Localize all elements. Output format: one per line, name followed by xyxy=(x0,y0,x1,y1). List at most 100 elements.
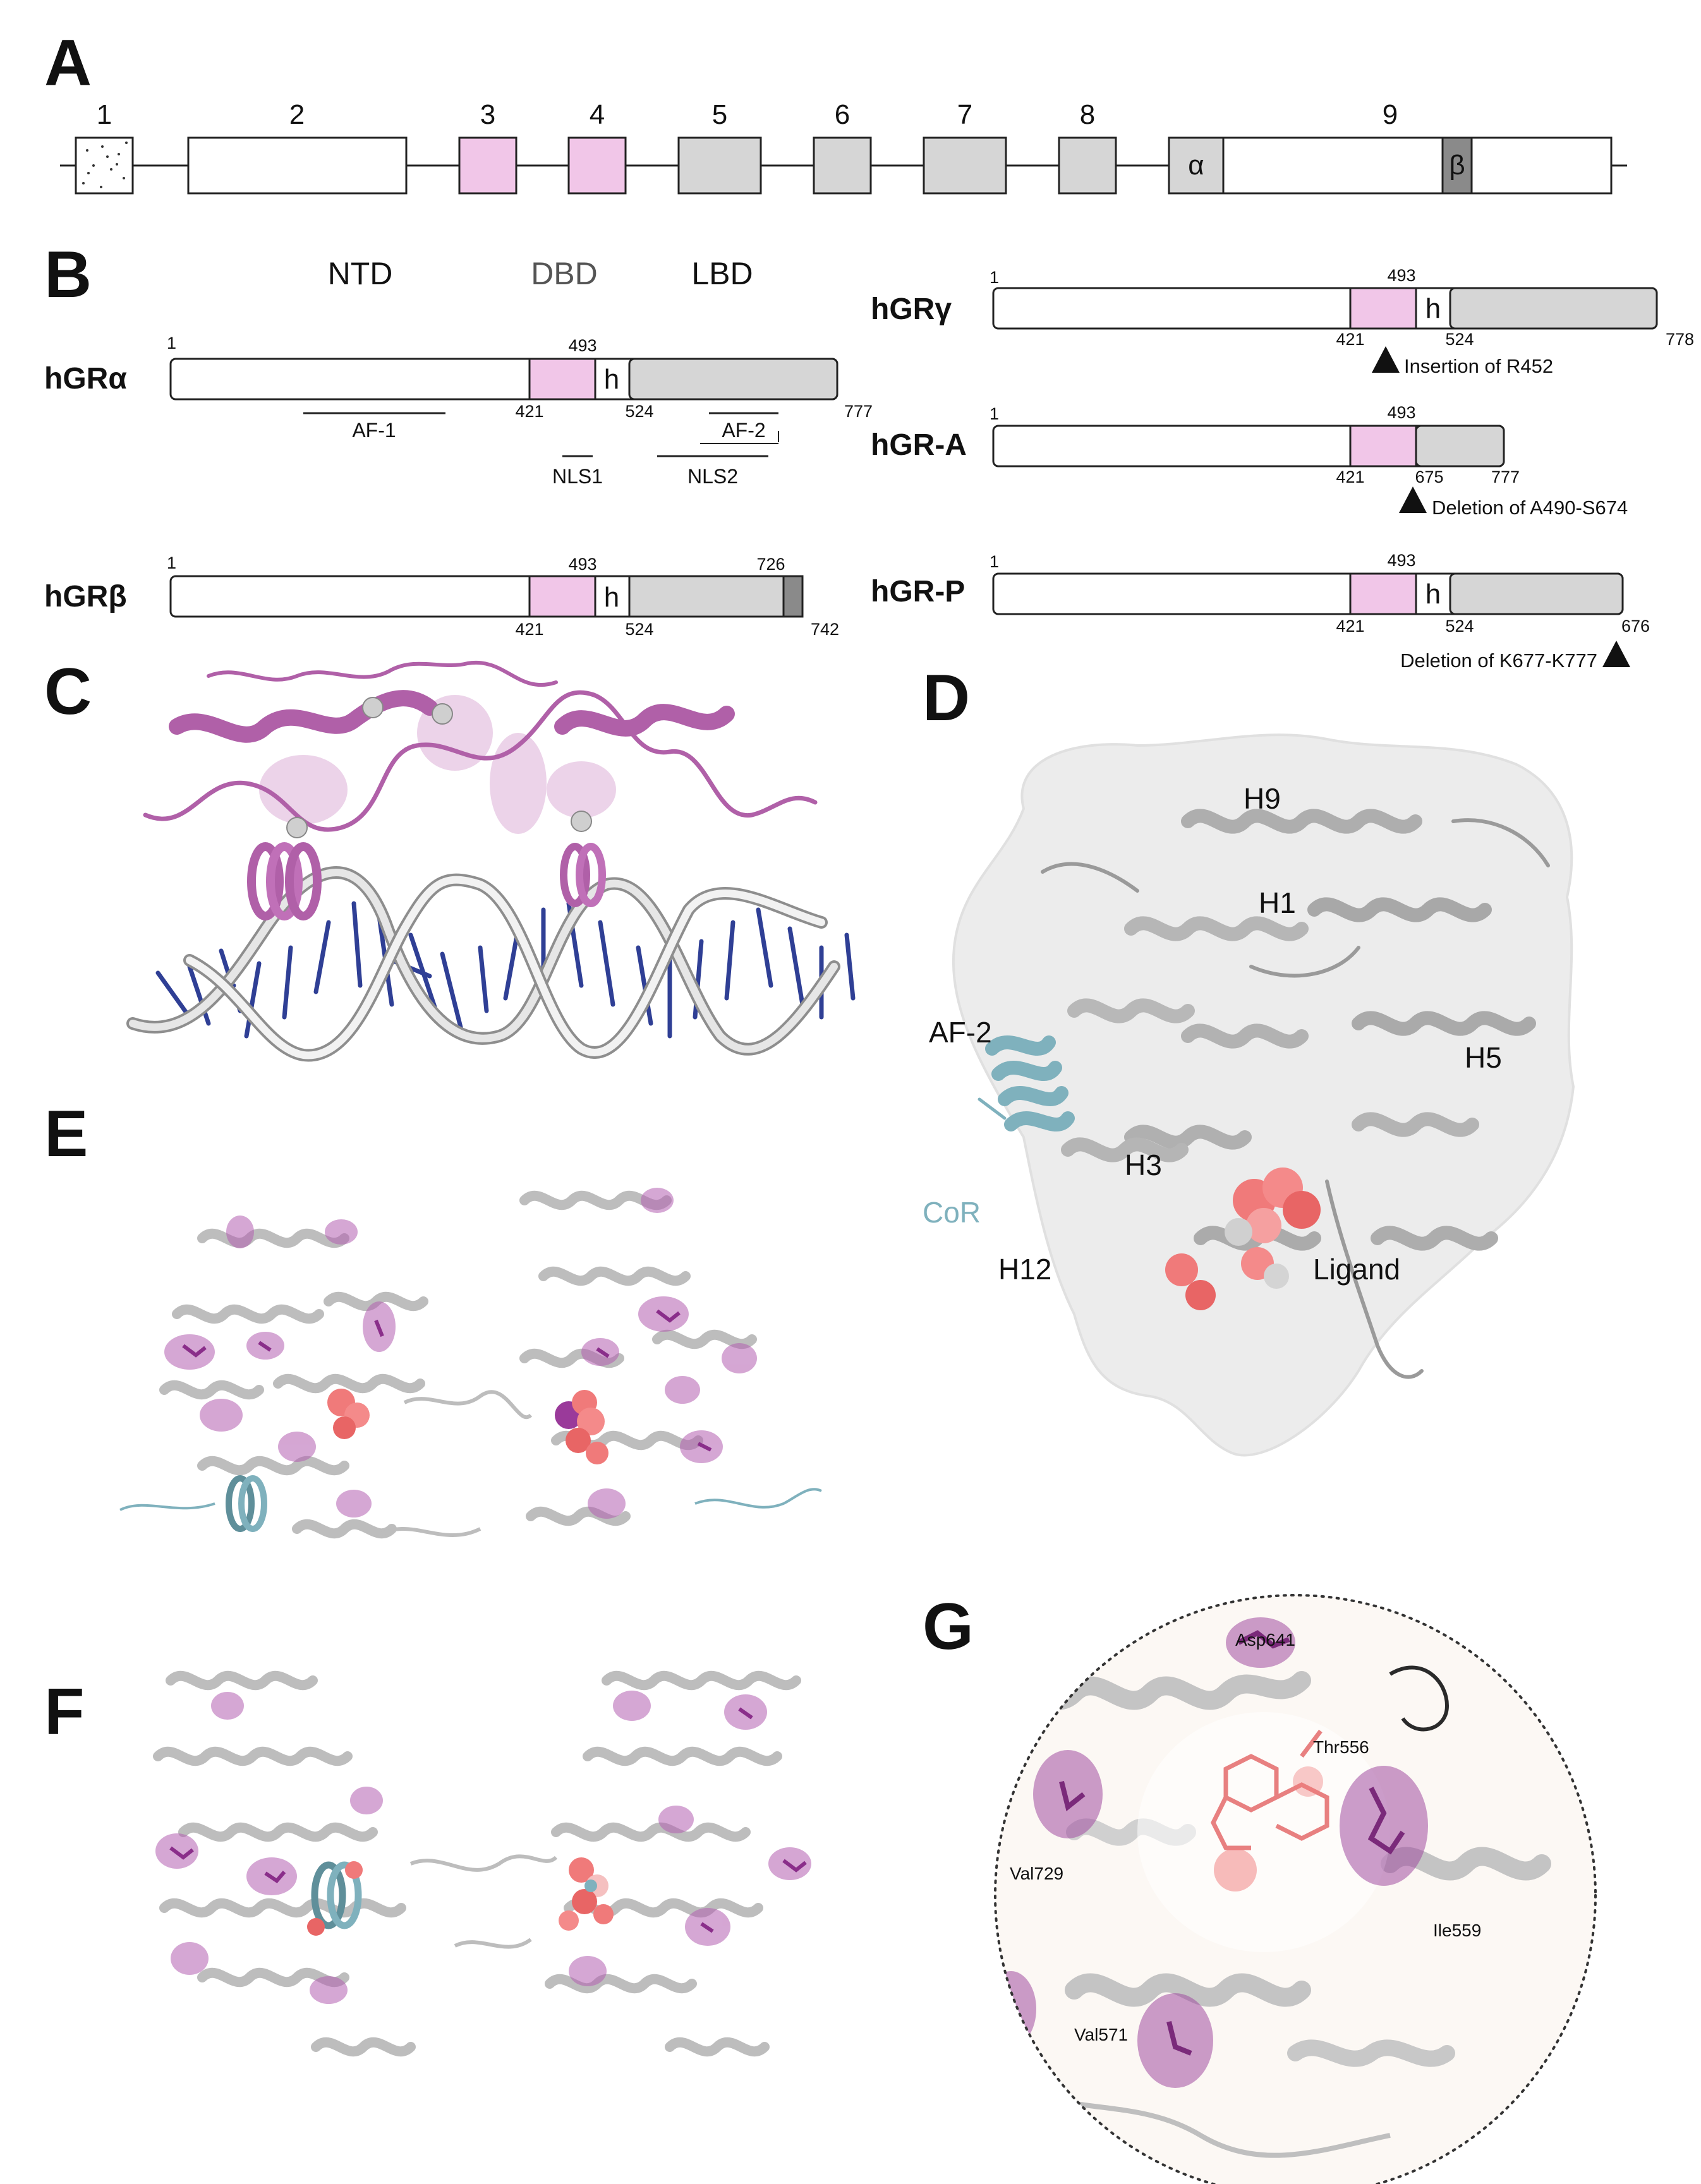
label-h9: H9 xyxy=(1244,782,1281,815)
lbd-segment xyxy=(1449,572,1624,615)
zoom-circle-outline xyxy=(994,1594,1597,2184)
label-ile559: Ile559 xyxy=(1433,1921,1481,1940)
pos-421: 421 xyxy=(1336,468,1364,486)
label-thr556: Thr556 xyxy=(1313,1737,1369,1757)
pos-start: 1 xyxy=(990,268,999,287)
dbd-dimer xyxy=(143,660,818,920)
nls1-label: NLS1 xyxy=(552,465,603,488)
exon-2-box xyxy=(187,136,408,195)
pos-524: 524 xyxy=(1445,330,1474,349)
panel-letter-g: G xyxy=(923,1590,974,1663)
pos-675: 675 xyxy=(1415,468,1443,486)
panel-c: C xyxy=(44,655,856,1062)
zinc-atom xyxy=(286,817,308,838)
exon-1-number: 1 xyxy=(97,99,112,130)
isoform-name: hGRβ xyxy=(44,580,127,613)
exon-9-alpha-box xyxy=(1168,136,1225,195)
isoform-hgr-beta: hGRβ 1 h 493 726 421 524 742 xyxy=(44,553,839,639)
panel-d: D xyxy=(923,661,1575,1457)
label-ligand: Ligand xyxy=(1313,1253,1400,1286)
exon-5-number: 5 xyxy=(712,99,727,130)
hinge-label: h xyxy=(1426,579,1441,610)
pos-start: 1 xyxy=(167,334,176,353)
nls2-label: NLS2 xyxy=(687,465,738,488)
residue-sticks xyxy=(1059,1630,1405,2056)
exon-9-number: 9 xyxy=(1383,99,1398,130)
panel-letter-d: D xyxy=(923,661,970,735)
right-ligand-spheres xyxy=(555,1390,608,1464)
dbd-segment xyxy=(528,575,596,618)
left-monomer-helices xyxy=(159,1228,428,1539)
dbd-segment xyxy=(1349,425,1417,468)
isoform-hgr-gamma: hGRγ 1 h 493 421 524 778 Insertion of R4… xyxy=(871,266,1694,377)
pos-777: 777 xyxy=(1491,468,1520,486)
beta-tail-segment xyxy=(782,575,804,618)
pos-421: 421 xyxy=(1336,330,1364,349)
zinc-atom xyxy=(362,697,384,718)
panel-letter-a: A xyxy=(44,27,92,100)
panel-e: E xyxy=(44,1097,822,1539)
lbd-segment xyxy=(628,575,804,618)
backbone-loop xyxy=(207,660,558,687)
ligand-sticks xyxy=(1211,1729,1329,1850)
right-monomer-helices xyxy=(519,1190,757,1526)
panel-a: A 1 2 3 4 5 6 7 8 9 α β xyxy=(44,27,1627,195)
recognition-helix-coil xyxy=(247,842,284,920)
exon-8-number: 8 xyxy=(1080,99,1095,130)
isoform-name: hGR-A xyxy=(871,428,967,462)
left-ligand-spheres xyxy=(327,1389,370,1439)
dbd-segment xyxy=(1349,287,1417,330)
surface-patch xyxy=(259,755,348,824)
surface-residue-patches xyxy=(164,1188,757,1519)
dna-double-helix xyxy=(126,866,856,1062)
dbd-heading: DBD xyxy=(531,256,598,291)
surface-patch xyxy=(547,761,616,818)
ntd-heading: NTD xyxy=(328,256,393,291)
pos-421: 421 xyxy=(515,620,543,639)
pos-524: 524 xyxy=(625,620,653,639)
panel-g: G xyxy=(923,1590,1597,2184)
loops xyxy=(1041,818,1550,1379)
lbd-segment xyxy=(628,358,838,401)
surface-residue-sticks xyxy=(182,1309,712,1452)
deletion-note: Deletion of A490-S674 xyxy=(1432,497,1628,519)
zinc-atom xyxy=(432,703,453,725)
recognition-helix-coil xyxy=(560,843,590,907)
pos-742: 742 xyxy=(811,620,839,639)
pos-493: 493 xyxy=(1387,266,1415,285)
pos-start: 1 xyxy=(990,404,999,423)
label-af2: AF-2 xyxy=(929,1016,992,1049)
label-cor: CoR xyxy=(923,1196,981,1229)
hinge-label: h xyxy=(604,582,619,613)
panel-letter-f: F xyxy=(44,1675,85,1749)
exon-9-beta-box xyxy=(1441,136,1473,195)
pos-493: 493 xyxy=(1387,551,1415,570)
dna-backbone-1 xyxy=(129,869,838,1053)
af1-label: AF-1 xyxy=(352,419,396,442)
cor-peptides xyxy=(119,1475,822,1532)
panel-f: F xyxy=(44,1670,811,2057)
label-asp641: Asp641 xyxy=(1235,1630,1295,1650)
right-monomer-helices xyxy=(545,1670,801,2057)
ligand-oxygen-sphere xyxy=(1293,1766,1323,1797)
alpha-helix xyxy=(554,704,735,737)
label-val571: Val571 xyxy=(1074,2025,1128,2044)
isoform-name: hGRγ xyxy=(871,293,952,326)
dimer-interface-loops xyxy=(409,1854,558,1949)
left-ligand-cor xyxy=(307,1861,363,1936)
panel-letter-c: C xyxy=(44,655,92,728)
ligand-spheres xyxy=(1165,1167,1321,1310)
pos-726: 726 xyxy=(756,555,785,574)
zinc-atom xyxy=(571,811,592,832)
exon-6-number: 6 xyxy=(835,99,850,130)
label-h3: H3 xyxy=(1125,1149,1162,1181)
left-monomer-helices xyxy=(153,1670,416,2057)
deletion-arrow-icon xyxy=(1399,486,1427,513)
right-ligand-spheres xyxy=(559,1857,614,1931)
pos-421: 421 xyxy=(515,402,543,421)
ligand-oxygen-sphere xyxy=(1214,1849,1257,1891)
exon-4-number: 4 xyxy=(590,99,605,130)
exon-3-box xyxy=(458,136,518,195)
pos-493: 493 xyxy=(1387,403,1415,422)
